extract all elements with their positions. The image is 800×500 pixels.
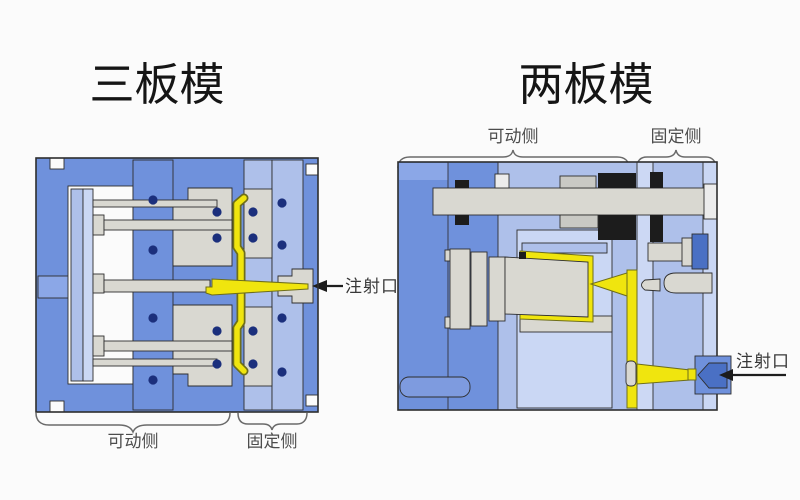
nozzle-gate bbox=[687, 368, 697, 381]
bolt-holes bbox=[148, 195, 287, 385]
clamp-top-strip bbox=[399, 163, 448, 180]
runner-cap bbox=[625, 360, 637, 387]
bolt bbox=[148, 195, 158, 205]
right-injection-callout: 注射口 bbox=[719, 352, 790, 381]
bolt bbox=[212, 207, 222, 217]
ejector-retainer-plate bbox=[82, 188, 94, 382]
pin-head bbox=[92, 214, 105, 236]
knockout-rod bbox=[399, 376, 471, 398]
core-backing bbox=[488, 256, 506, 322]
knockout-boss bbox=[37, 275, 71, 299]
ejector-pin bbox=[103, 219, 233, 231]
injection-port-label: 注射口 bbox=[736, 352, 790, 371]
fixed-side-label: 固定侧 bbox=[651, 127, 702, 146]
mold-outline bbox=[397, 161, 718, 411]
arrow-left-icon bbox=[719, 369, 733, 381]
clamp-notch bbox=[49, 400, 65, 413]
clamp-block bbox=[598, 173, 636, 188]
clamp-notch bbox=[305, 394, 319, 407]
sprue-bushing bbox=[663, 272, 713, 294]
fixed-side-label: 固定侧 bbox=[247, 432, 298, 451]
right-title: 两板模 bbox=[518, 59, 653, 110]
guide-tab bbox=[559, 214, 599, 229]
bar-clamps bbox=[455, 172, 663, 242]
vertical-runner bbox=[626, 269, 638, 409]
bolt bbox=[248, 359, 258, 369]
bolt bbox=[212, 233, 222, 243]
brace-movable-side bbox=[397, 149, 630, 169]
clamp-notch bbox=[49, 157, 65, 170]
two-plate-mold-diagram: 两板模 可动侧 固定侧 bbox=[397, 59, 790, 411]
bolt bbox=[148, 245, 158, 255]
leader-pin bbox=[647, 242, 687, 262]
pin-head bbox=[92, 273, 105, 294]
cavity-step bbox=[521, 242, 608, 254]
clamp-notch bbox=[305, 163, 319, 176]
gate-pin bbox=[641, 278, 661, 292]
guide-tab bbox=[559, 175, 597, 189]
pin-head bbox=[92, 335, 105, 357]
clamp-block bbox=[455, 215, 469, 225]
bolt bbox=[248, 207, 258, 217]
injection-port-label: 注射口 bbox=[345, 277, 399, 296]
nozzle-tip bbox=[697, 362, 728, 389]
center-rod bbox=[103, 279, 211, 293]
brace-fixed-side bbox=[237, 412, 308, 431]
cavity-plate-upper bbox=[243, 188, 273, 259]
ejector-plate bbox=[449, 248, 471, 330]
mold-core bbox=[504, 256, 589, 318]
ejector-pin bbox=[103, 340, 233, 352]
bolt bbox=[277, 198, 287, 208]
bolt bbox=[212, 326, 222, 336]
bolt bbox=[212, 359, 222, 369]
brace-movable-side bbox=[35, 412, 231, 435]
ejector-plate bbox=[470, 251, 488, 327]
guide-tab bbox=[494, 173, 510, 189]
mold-outline bbox=[35, 157, 319, 413]
movable-side-label: 可动侧 bbox=[488, 127, 539, 146]
clamp-block bbox=[650, 172, 663, 188]
bolt bbox=[248, 326, 258, 336]
ejector-plate bbox=[70, 188, 84, 382]
bolt bbox=[148, 313, 158, 323]
tie-bar-end bbox=[703, 183, 718, 220]
leader-pin-flange bbox=[681, 237, 693, 267]
clamp-block bbox=[598, 215, 636, 240]
bolt bbox=[248, 233, 258, 243]
three-plate-mold-diagram: 三板模 bbox=[35, 59, 399, 451]
left-title: 三板模 bbox=[89, 59, 224, 110]
gate-corner bbox=[519, 252, 526, 259]
tie-bar bbox=[432, 187, 714, 216]
bolt bbox=[148, 375, 158, 385]
clamp-block bbox=[455, 180, 469, 188]
arrow-left-icon bbox=[312, 280, 327, 292]
cavity-plate-lower bbox=[243, 306, 273, 387]
ejector-pin bbox=[92, 358, 218, 367]
pin-seat bbox=[691, 233, 709, 270]
bolt bbox=[277, 367, 287, 377]
bolt bbox=[277, 313, 287, 323]
sprue-melt bbox=[205, 278, 309, 296]
bolt bbox=[277, 240, 287, 250]
clamp-block bbox=[650, 215, 663, 242]
movable-side-label: 可动侧 bbox=[108, 432, 159, 451]
left-injection-callout: 注射口 bbox=[312, 277, 399, 296]
ejector-stack bbox=[444, 248, 506, 330]
brace-fixed-side bbox=[636, 149, 717, 169]
machine-nozzle bbox=[687, 355, 732, 395]
